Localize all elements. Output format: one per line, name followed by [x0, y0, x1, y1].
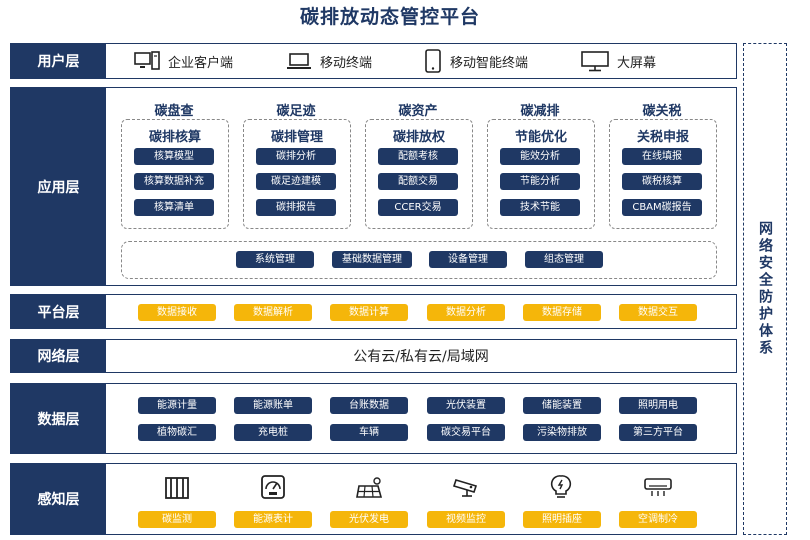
- system-item: 设备管理: [429, 251, 507, 268]
- module-item: 核算模型: [134, 148, 214, 165]
- system-item: 基础数据管理: [332, 251, 412, 268]
- platform-layer-label: 平台层: [11, 295, 106, 328]
- module-sub: 节能优化: [514, 130, 567, 145]
- terminal-enterprise-client: 企业客户端: [134, 44, 233, 78]
- network-layer: 网络层 公有云/私有云/局域网: [10, 339, 737, 373]
- sensing-item: 光伏发电: [330, 511, 408, 528]
- data-item: 储能装置: [523, 397, 601, 414]
- module-sub: 关税申报: [636, 130, 689, 145]
- network-layer-label: 网络层: [11, 340, 106, 372]
- system-item: 组态管理: [525, 251, 603, 268]
- carbon-monitor-icon: [165, 477, 189, 499]
- platform-item: 数据交互: [619, 304, 697, 321]
- data-item: 车辆: [330, 424, 408, 441]
- light-bulb-icon: [550, 475, 572, 498]
- terminal-mobile-smart: 移动智能终端: [424, 44, 528, 78]
- user-layer: 用户层 企业客户端 移动终端 移动智能终端: [10, 43, 737, 79]
- module-sub: 碳排放权: [392, 130, 445, 145]
- module-item: 碳税核算: [622, 173, 702, 190]
- module-item: CCER交易: [378, 199, 458, 216]
- desktop-pc-icon: [134, 51, 160, 70]
- system-management-box: 系统管理 基础数据管理 设备管理 组态管理: [121, 241, 717, 279]
- application-layer-body: 碳盘查 碳排核算 核算模型 核算数据补充 核算清单 碳足迹 碳排管理 碳排分析 …: [106, 88, 736, 285]
- application-layer: 应用层 碳盘查 碳排核算 核算模型 核算数据补充 核算清单 碳足迹 碳排管理 碳…: [10, 87, 737, 286]
- module-box: 关税申报 在线填报 碳税核算 CBAM碳报告: [609, 119, 717, 229]
- module-head: 碳资产: [398, 104, 438, 119]
- page-title: 碳排放动态管控平台: [299, 6, 480, 28]
- solar-panel-icon: [356, 477, 383, 498]
- module-box: 碳排放权 配额考核 配额交易 CCER交易: [365, 119, 473, 229]
- data-layer: 数据层 能源计量 能源账单 台账数据 光伏装置 储能装置 照明用电 植物碳汇 充…: [10, 383, 737, 454]
- terminal-label: 大屏幕: [617, 55, 657, 71]
- application-layer-label: 应用层: [11, 88, 106, 285]
- platform-item: 数据解析: [234, 304, 312, 321]
- sensing-item: 能源表计: [234, 511, 312, 528]
- sensing-item: 碳监测: [138, 511, 216, 528]
- laptop-icon: [287, 53, 311, 69]
- data-item: 第三方平台: [619, 424, 697, 441]
- sensing-item: 照明插座: [523, 511, 601, 528]
- terminal-label: 移动智能终端: [450, 55, 529, 71]
- module-head: 碳关税: [642, 104, 682, 119]
- data-layer-body: 能源计量 能源账单 台账数据 光伏装置 储能装置 照明用电 植物碳汇 充电桩 车…: [106, 384, 736, 453]
- module-item: 技术节能: [500, 199, 580, 216]
- sensing-item: 视频监控: [427, 511, 505, 528]
- terminal-large-screen: 大屏幕: [581, 44, 656, 78]
- data-layer-label: 数据层: [11, 384, 106, 453]
- module-box: 碳排管理 碳排分析 碳足迹建模 碳排报告: [243, 119, 351, 229]
- data-item: 照明用电: [619, 397, 697, 414]
- platform-item: 数据接收: [138, 304, 216, 321]
- data-item: 台账数据: [330, 397, 408, 414]
- user-layer-body: 企业客户端 移动终端 移动智能终端 大屏幕: [106, 44, 736, 78]
- module-sub: 碳排管理: [270, 130, 323, 145]
- module-box: 碳排核算 核算模型 核算数据补充 核算清单: [121, 119, 229, 229]
- data-item: 污染物排放: [523, 424, 601, 441]
- module-item: 核算清单: [134, 199, 214, 216]
- terminal-label: 移动终端: [320, 55, 373, 71]
- terminal-label: 企业客户端: [168, 55, 234, 71]
- data-item: 能源账单: [234, 397, 312, 414]
- sensing-layer-label: 感知层: [11, 464, 106, 534]
- module-item: 节能分析: [500, 173, 580, 190]
- sensing-item: 空调制冷: [619, 511, 697, 528]
- network-layer-body: 公有云/私有云/局域网: [106, 340, 736, 372]
- data-item: 充电桩: [234, 424, 312, 441]
- module-item: 能效分析: [500, 148, 580, 165]
- module-item: 碳排分析: [256, 148, 336, 165]
- sensing-layer-body: 碳监测 能源表计 光伏发电 视频监控 照明插座 空调制冷: [106, 464, 736, 534]
- module-item: 配额交易: [378, 173, 458, 190]
- module-box: 节能优化 能效分析 节能分析 技术节能: [487, 119, 595, 229]
- security-system-panel: 网络安全防护体系: [743, 43, 787, 535]
- platform-layer-body: 数据接收 数据解析 数据计算 数据分析 数据存储 数据交互: [106, 295, 736, 328]
- platform-item: 数据计算: [330, 304, 408, 321]
- module-head: 碳减排: [520, 104, 560, 119]
- data-item: 碳交易平台: [427, 424, 505, 441]
- module-item: 核算数据补充: [134, 173, 214, 190]
- network-text: 公有云/私有云/局域网: [353, 349, 489, 365]
- energy-meter-icon: [261, 475, 285, 499]
- platform-layer: 平台层 数据接收 数据解析 数据计算 数据分析 数据存储 数据交互: [10, 294, 737, 329]
- module-head: 碳盘查: [154, 104, 194, 119]
- module-item: 碳足迹建模: [256, 173, 336, 190]
- security-label: 网络安全防护体系: [757, 221, 773, 357]
- user-layer-label: 用户层: [11, 44, 106, 78]
- module-item: 在线填报: [622, 148, 702, 165]
- monitor-icon: [581, 51, 609, 72]
- platform-item: 数据分析: [427, 304, 505, 321]
- module-item: 配额考核: [378, 148, 458, 165]
- system-item: 系统管理: [236, 251, 314, 268]
- module-item: CBAM碳报告: [622, 199, 702, 216]
- platform-item: 数据存储: [523, 304, 601, 321]
- data-item: 能源计量: [138, 397, 216, 414]
- terminal-mobile: 移动终端: [286, 44, 372, 78]
- tablet-icon: [425, 49, 441, 73]
- data-item: 植物碳汇: [138, 424, 216, 441]
- sensing-layer: 感知层: [10, 463, 737, 535]
- air-conditioner-icon: [644, 478, 672, 496]
- cctv-camera-icon: [452, 479, 478, 497]
- module-sub: 碳排核算: [148, 130, 201, 145]
- data-item: 光伏装置: [427, 397, 505, 414]
- module-item: 碳排报告: [256, 199, 336, 216]
- module-head: 碳足迹: [276, 104, 316, 119]
